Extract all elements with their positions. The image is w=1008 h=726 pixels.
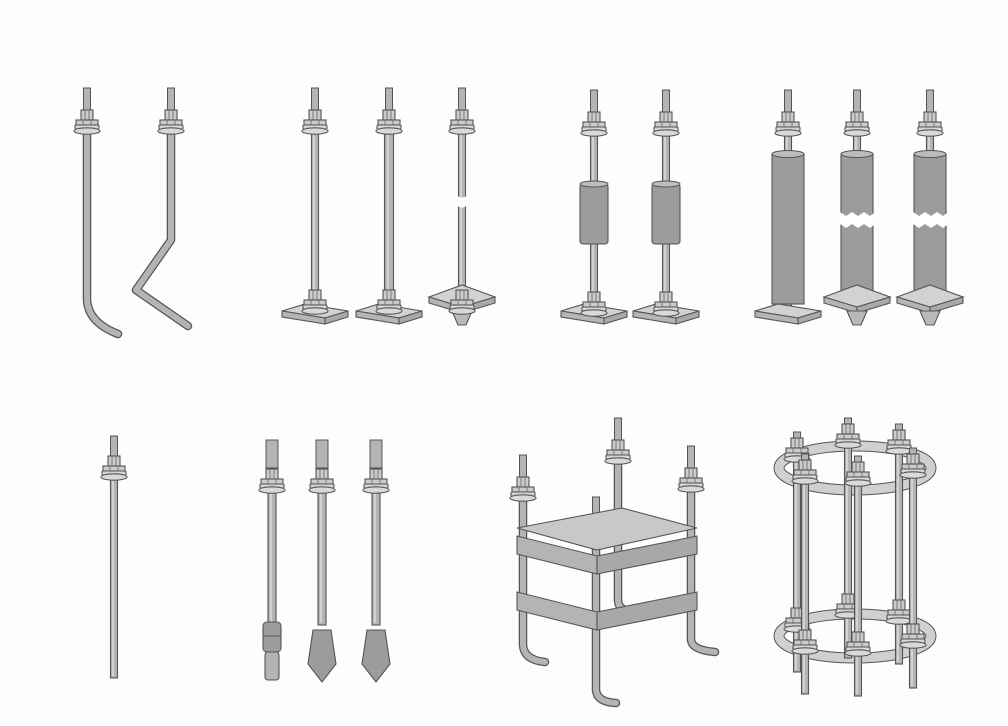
- cage-band-side: [516, 591, 598, 631]
- hex-nut: [580, 291, 608, 317]
- hex-nut: [885, 599, 913, 625]
- bolts-with-anchor-plates: [281, 87, 496, 326]
- hex-nut: [885, 429, 913, 455]
- expansion-sleeve: [262, 621, 282, 653]
- hex-nut: [677, 467, 705, 493]
- bent-rod-bolts: [73, 87, 193, 339]
- rod: [310, 123, 320, 319]
- hex-nut: [308, 468, 336, 494]
- break-mark: [913, 212, 947, 228]
- tube: [913, 153, 947, 305]
- rod: [843, 427, 853, 659]
- hex-nut: [652, 291, 680, 317]
- stud-top: [315, 439, 329, 469]
- rod: [317, 485, 327, 626]
- round-ring-anchor-block: [773, 417, 937, 697]
- hex-nut: [157, 109, 185, 135]
- sleeve-top: [579, 180, 609, 188]
- rod: [267, 485, 277, 626]
- tube-top: [771, 150, 805, 158]
- anchor-plate: [754, 303, 822, 325]
- wedge-tip-expansion-bolts: [258, 439, 391, 683]
- hex-nut: [73, 109, 101, 135]
- hex-nut: [509, 476, 537, 502]
- break-mark: [456, 195, 468, 208]
- hex-nut: [916, 111, 944, 137]
- tube-top: [913, 150, 947, 158]
- hex-nut: [652, 111, 680, 137]
- rod: [383, 123, 395, 319]
- rod: [908, 457, 918, 689]
- bent-rod: [133, 121, 191, 329]
- tube: [840, 153, 874, 305]
- rod: [853, 465, 863, 697]
- bent-rod: [520, 487, 548, 665]
- bent-rod: [84, 121, 121, 337]
- bent-rod-outline: [82, 119, 123, 339]
- sleeve: [579, 183, 609, 245]
- tube-top: [840, 150, 874, 158]
- hex-nut: [834, 423, 862, 449]
- bolts-with-tube-and-plate: [754, 89, 964, 326]
- bent-rod: [593, 527, 619, 706]
- hex-nut: [604, 439, 632, 465]
- cone-plate: [823, 284, 891, 326]
- cage-top-band: [516, 507, 698, 551]
- rod: [800, 463, 810, 695]
- bent-rod-outline: [518, 485, 550, 667]
- tube: [771, 153, 805, 305]
- straight-stud-bolt: [100, 435, 128, 679]
- hex-nut: [375, 289, 403, 315]
- bent-rod-outline: [686, 473, 720, 657]
- hex-nut: [301, 109, 329, 135]
- hex-nut: [100, 455, 128, 481]
- stud-top: [369, 439, 383, 469]
- break-mark: [840, 212, 874, 228]
- cone-tip: [307, 629, 337, 683]
- hex-nut: [580, 111, 608, 137]
- rod: [109, 469, 119, 679]
- hex-nut: [362, 468, 390, 494]
- cage-band-side: [596, 535, 698, 575]
- square-cage-anchor-block: [509, 417, 720, 708]
- cone-plate: [896, 284, 964, 326]
- cage-band-side: [596, 591, 698, 631]
- wedge-tip: [264, 651, 280, 681]
- hex-nut: [843, 111, 871, 137]
- hex-nut: [448, 109, 476, 135]
- hex-nut: [301, 289, 329, 315]
- bent-rod: [688, 475, 718, 655]
- hex-nut: [375, 109, 403, 135]
- sleeve: [651, 183, 681, 245]
- bolts-with-sleeve-and-plate: [560, 89, 700, 325]
- rod: [371, 485, 381, 626]
- sleeve-top: [651, 180, 681, 188]
- stud-top: [265, 439, 279, 469]
- hex-nut: [774, 111, 802, 137]
- cone-tip: [361, 629, 391, 683]
- hex-nut: [258, 468, 286, 494]
